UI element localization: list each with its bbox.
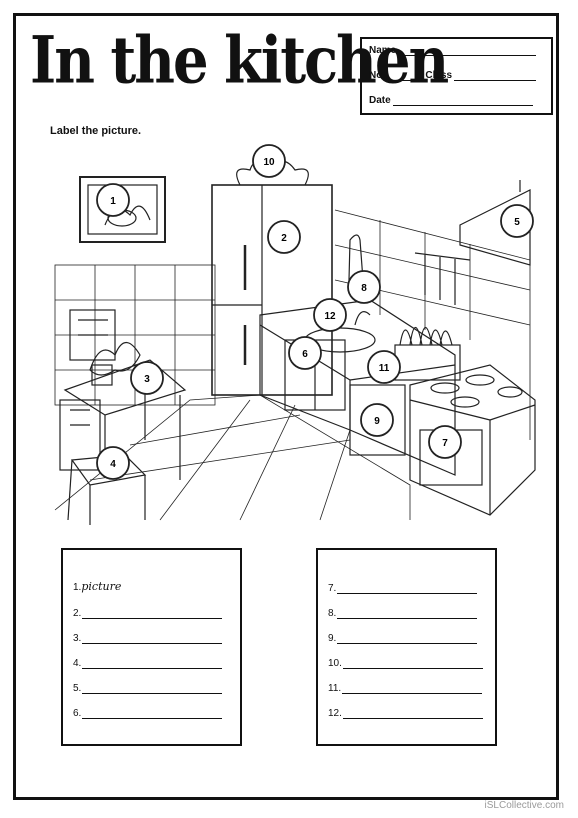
answer-row-5[interactable]: 5. bbox=[73, 683, 223, 694]
label-12: 12 bbox=[313, 298, 347, 332]
label-8: 8 bbox=[347, 270, 381, 304]
number-class-row: No Class bbox=[369, 70, 537, 81]
label-3-text: 3 bbox=[144, 374, 150, 385]
label-1-text: 1 bbox=[110, 196, 116, 207]
label-1: 1 bbox=[96, 183, 130, 217]
answer-num-2: 2. bbox=[73, 608, 82, 619]
label-6: 6 bbox=[288, 336, 322, 370]
label-4: 4 bbox=[96, 446, 130, 480]
answer-field-10[interactable] bbox=[342, 660, 483, 669]
name-label: Name bbox=[369, 45, 397, 56]
answer-num-9: 9. bbox=[328, 633, 337, 644]
name-row: Name bbox=[369, 45, 537, 56]
answer-field-7[interactable] bbox=[337, 585, 478, 594]
number-field[interactable] bbox=[384, 71, 421, 81]
answer-box-right: 7. 8. 9. 10. 11. 12. bbox=[316, 548, 497, 746]
label-3: 3 bbox=[130, 361, 164, 395]
answer-num-8: 8. bbox=[328, 608, 337, 619]
label-6-text: 6 bbox=[302, 349, 308, 360]
answer-num-7: 7. bbox=[328, 583, 337, 594]
answer-row-9[interactable]: 9. bbox=[328, 633, 478, 644]
answer-field-12[interactable] bbox=[342, 710, 483, 719]
label-10-text: 10 bbox=[263, 157, 275, 168]
answer-field-11[interactable] bbox=[342, 685, 483, 694]
kitchen-illustration: 1 2 3 4 5 6 7 8 9 10 11 12 bbox=[54, 144, 536, 525]
label-10: 10 bbox=[252, 144, 286, 178]
answer-row-3[interactable]: 3. bbox=[73, 633, 223, 644]
label-4-text: 4 bbox=[110, 459, 116, 470]
answer-box-left: 1.picture 2. 3. 4. 5. 6. bbox=[61, 548, 242, 746]
label-7-text: 7 bbox=[442, 438, 448, 449]
floor-tiles bbox=[54, 394, 411, 521]
cooker-hood bbox=[459, 180, 531, 266]
label-8-text: 8 bbox=[361, 283, 367, 294]
answer-row-1[interactable]: 1.picture bbox=[73, 580, 121, 593]
instruction-text: Label the picture. bbox=[50, 125, 142, 137]
worksheet-border bbox=[13, 13, 559, 800]
counter bbox=[259, 299, 456, 476]
date-label: Date bbox=[369, 95, 391, 106]
class-label: Class bbox=[425, 70, 453, 81]
chair-front bbox=[59, 399, 147, 525]
answer-row-11[interactable]: 11. bbox=[328, 683, 483, 694]
name-field[interactable] bbox=[398, 46, 537, 56]
answer-field-2[interactable] bbox=[82, 610, 223, 619]
answer-row-2[interactable]: 2. bbox=[73, 608, 223, 619]
answer-text-1: picture bbox=[81, 580, 122, 593]
answer-field-9[interactable] bbox=[337, 635, 478, 644]
answer-num-11: 11. bbox=[328, 683, 342, 694]
answer-field-8[interactable] bbox=[337, 610, 478, 619]
chair-back bbox=[69, 309, 116, 361]
answer-num-5: 5. bbox=[73, 683, 82, 694]
label-9: 9 bbox=[360, 403, 394, 437]
student-info-box: Name No Class Date bbox=[360, 37, 553, 115]
site-watermark: iSLCollective.com bbox=[484, 800, 564, 811]
answer-field-3[interactable] bbox=[82, 635, 223, 644]
label-9-text: 9 bbox=[374, 416, 380, 427]
label-5: 5 bbox=[500, 204, 534, 238]
label-11: 11 bbox=[367, 350, 401, 384]
answer-row-7[interactable]: 7. bbox=[328, 583, 478, 594]
label-2: 2 bbox=[267, 220, 301, 254]
label-2-text: 2 bbox=[281, 233, 287, 244]
date-field[interactable] bbox=[392, 96, 533, 106]
number-label: No bbox=[369, 70, 383, 81]
label-12-text: 12 bbox=[324, 311, 336, 322]
label-7: 7 bbox=[428, 425, 462, 459]
page-title: In the kitchen bbox=[30, 22, 449, 99]
date-row: Date bbox=[369, 95, 533, 106]
class-field[interactable] bbox=[454, 71, 537, 81]
answer-row-10[interactable]: 10. bbox=[328, 658, 483, 669]
answer-field-5[interactable] bbox=[82, 685, 223, 694]
answer-num-3: 3. bbox=[73, 633, 82, 644]
answer-row-6[interactable]: 6. bbox=[73, 708, 223, 719]
answer-row-8[interactable]: 8. bbox=[328, 608, 478, 619]
fridge bbox=[211, 160, 333, 396]
answer-row-12[interactable]: 12. bbox=[328, 708, 483, 719]
answer-field-6[interactable] bbox=[82, 710, 223, 719]
answer-num-6: 6. bbox=[73, 708, 82, 719]
answer-num-12: 12. bbox=[328, 708, 342, 719]
answer-field-4[interactable] bbox=[82, 660, 223, 669]
label-5-text: 5 bbox=[514, 217, 520, 228]
answer-num-4: 4. bbox=[73, 658, 82, 669]
label-11-text: 11 bbox=[379, 363, 390, 374]
answer-num-10: 10. bbox=[328, 658, 342, 669]
answer-num-1: 1. bbox=[73, 582, 82, 593]
answer-row-4[interactable]: 4. bbox=[73, 658, 223, 669]
